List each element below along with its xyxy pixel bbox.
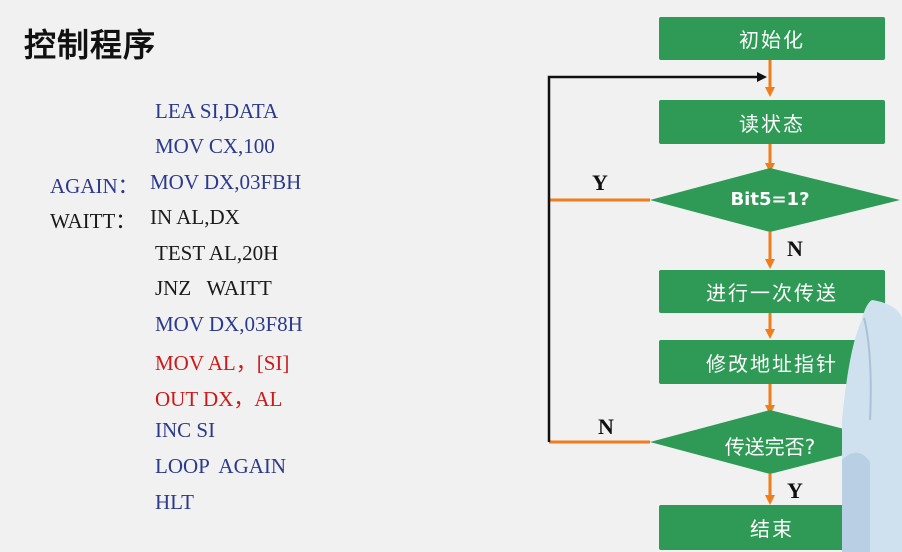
presenter-image <box>842 300 902 552</box>
branch-label-yes: Y <box>787 478 803 503</box>
page-title: 控制程序 <box>24 26 157 64</box>
code-line: MOV CX,100 <box>155 134 275 158</box>
branch-label-no: N <box>598 414 614 439</box>
flow-box-init: 初始化 <box>659 17 885 60</box>
code-line: LOOP AGAIN <box>155 454 287 478</box>
flow-box-read: 读状态 <box>659 100 885 144</box>
decision-label-bit5: Bit5=1? <box>730 189 810 210</box>
code-line: JNZ WAITT <box>155 276 272 300</box>
code-line: MOV DX,03F8H <box>155 312 303 336</box>
decision-label-done: 传送完否? <box>724 435 816 459</box>
loop-return-line <box>547 72 767 442</box>
branch-label-no: N <box>787 236 803 261</box>
decision-diamond-bit5 <box>650 168 900 232</box>
code-line: HLT <box>155 490 194 514</box>
code-line: LEA SI,DATA <box>155 99 279 123</box>
code-line: OUT DX，AL <box>155 387 283 411</box>
flow-box-modify: 修改地址指针 <box>659 340 885 384</box>
flow-box-send: 进行一次传送 <box>659 270 885 313</box>
code-line: MOV DX,03FBH <box>150 170 302 194</box>
code-line: IN AL,DX <box>150 205 240 229</box>
code-line: MOV AL，[SI] <box>155 351 290 375</box>
code-label: AGAIN： <box>50 174 139 198</box>
branch-label-yes: Y <box>592 170 608 195</box>
code-line: TEST AL,20H <box>155 241 279 265</box>
code-label: WAITT： <box>50 209 137 233</box>
decision-diamond-done <box>650 410 895 474</box>
code-line: INC SI <box>155 418 216 442</box>
